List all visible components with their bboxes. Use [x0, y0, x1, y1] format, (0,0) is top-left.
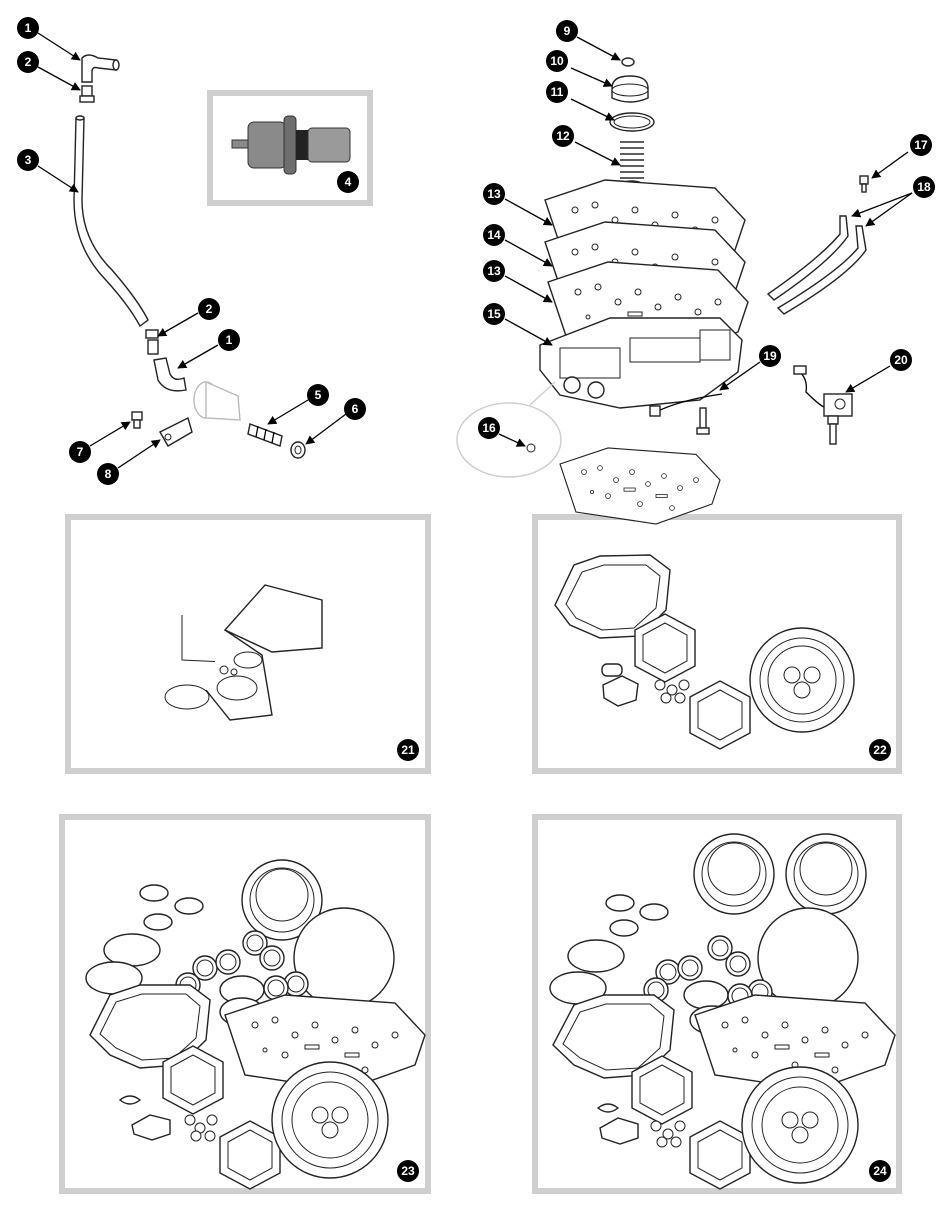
svg-text:19: 19: [763, 349, 777, 363]
kit-box-23: [59, 814, 431, 1194]
svg-text:13: 13: [487, 187, 501, 201]
callout-2: 2: [17, 51, 39, 73]
svg-text:23: 23: [401, 1164, 415, 1178]
callout-2: 2: [198, 298, 220, 320]
svg-text:14: 14: [487, 228, 501, 242]
inset-box-part-4: [207, 90, 373, 206]
callout-8: 8: [97, 463, 119, 485]
svg-text:5: 5: [315, 388, 322, 402]
svg-text:6: 6: [352, 402, 359, 416]
leader-lines: [37, 32, 913, 469]
svg-text:18: 18: [917, 180, 931, 194]
svg-text:2: 2: [25, 55, 32, 69]
svg-text:21: 21: [401, 743, 415, 757]
svg-text:7: 7: [77, 445, 84, 459]
callout-12: 12: [552, 125, 574, 147]
callout-10: 10: [546, 50, 568, 72]
callout-20: 20: [890, 349, 912, 371]
callout-24: 24: [869, 1160, 891, 1182]
callout-13: 13: [483, 183, 505, 205]
svg-text:1: 1: [25, 21, 32, 35]
svg-text:2: 2: [206, 302, 213, 316]
callout-15: 15: [483, 303, 505, 325]
callout-16: 16: [478, 417, 500, 439]
callout-4: 4: [337, 171, 359, 193]
accumulator-unit: [231, 115, 351, 175]
kit-box-24: [532, 814, 902, 1194]
callout-17: 17: [910, 134, 932, 156]
svg-text:24: 24: [873, 1164, 887, 1178]
svg-text:1: 1: [226, 333, 233, 347]
svg-text:16: 16: [482, 421, 496, 435]
callout-13: 13: [483, 260, 505, 282]
svg-text:17: 17: [914, 138, 928, 152]
callout-7: 7: [69, 441, 91, 463]
callout-6: 6: [344, 398, 366, 420]
callout-11: 11: [546, 81, 568, 103]
svg-text:12: 12: [556, 129, 570, 143]
callout-3: 3: [17, 149, 39, 171]
callout-9: 9: [556, 20, 578, 42]
callout-1: 1: [17, 17, 39, 39]
svg-text:20: 20: [894, 353, 908, 367]
callout-14: 14: [483, 224, 505, 246]
valve-body-assembly: [456, 57, 869, 478]
svg-text:8: 8: [105, 467, 112, 481]
callout-21: 21: [397, 739, 419, 761]
callouts: 1 2 3 4 2 1 5 6 7 8 9 10 11 12 13 14 13 …: [17, 17, 935, 1182]
svg-text:9: 9: [564, 24, 571, 38]
callout-5: 5: [307, 384, 329, 406]
svg-text:13: 13: [487, 264, 501, 278]
svg-text:22: 22: [873, 743, 887, 757]
svg-text:15: 15: [487, 307, 501, 321]
callout-23: 23: [397, 1160, 419, 1182]
svg-text:11: 11: [551, 85, 564, 99]
kit-box-22: [532, 447, 902, 774]
callout-19: 19: [759, 345, 781, 367]
kit-box-21: [65, 514, 431, 774]
svg-text:4: 4: [345, 175, 352, 189]
callout-22: 22: [869, 739, 891, 761]
svg-text:3: 3: [25, 153, 32, 167]
pipe-assembly: [73, 54, 306, 459]
svg-text:10: 10: [550, 54, 564, 68]
callout-1: 1: [218, 329, 240, 351]
callout-18: 18: [913, 176, 935, 198]
